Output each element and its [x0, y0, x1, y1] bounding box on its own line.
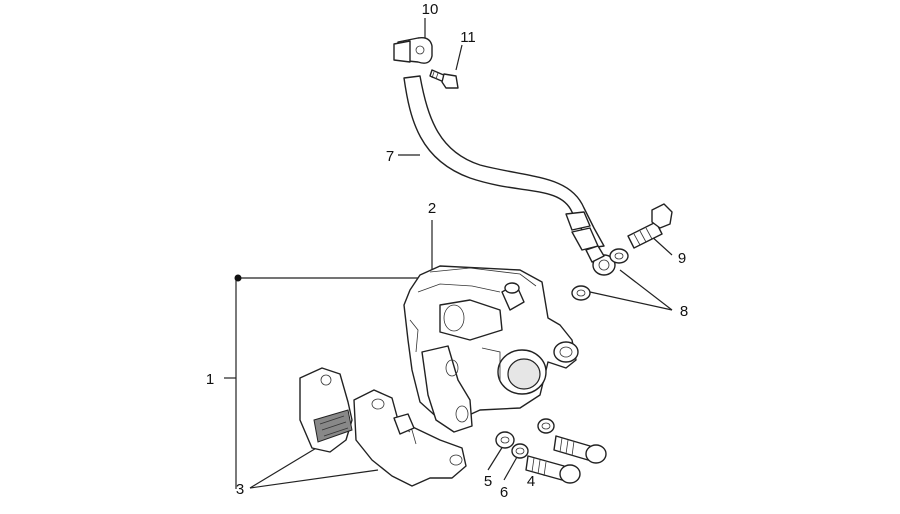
banjo-bolt — [627, 203, 673, 249]
callout-10: 10 — [422, 1, 439, 18]
callout-6: 6 — [500, 484, 508, 501]
callout-9: 9 — [678, 250, 686, 267]
leader-8b — [619, 269, 673, 311]
caliper-bolts — [525, 435, 607, 484]
brake-caliper — [403, 265, 579, 433]
clamp-screw — [429, 69, 459, 89]
callout-4: 4 — [527, 473, 535, 490]
callout-7: 7 — [386, 148, 394, 165]
callout-3: 3 — [236, 481, 244, 498]
washers-5-6 — [495, 418, 555, 459]
callout-8: 8 — [680, 303, 688, 320]
callout-11: 11 — [460, 29, 476, 46]
callout-1: 1 — [206, 371, 214, 388]
leader-6 — [503, 456, 518, 481]
leader-1-dot — [234, 274, 242, 282]
callout-2: 2 — [428, 200, 436, 217]
leader-3b — [249, 469, 379, 489]
brake-pads — [299, 367, 467, 487]
callout-5: 5 — [484, 473, 492, 490]
callout-numbers: 1 2 3 4 5 6 7 8 9 10 11 — [206, 1, 688, 501]
leader-11 — [455, 44, 463, 71]
sealing-washers — [571, 248, 629, 301]
leader-8a — [589, 291, 673, 311]
hose-clamp — [393, 36, 433, 64]
leader-5 — [487, 445, 504, 471]
leader-3a — [249, 446, 319, 489]
brake-hose — [403, 75, 616, 276]
